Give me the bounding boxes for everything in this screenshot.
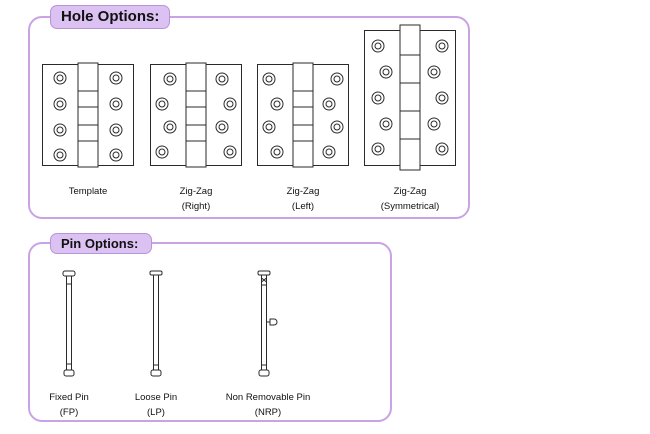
- hinge-zigzag-right-icon: [150, 62, 242, 168]
- caption-template: Template: [68, 186, 108, 197]
- hinge-zigzag-symmetrical-icon: [364, 24, 456, 171]
- pin-options-title: Pin Options:: [50, 233, 152, 254]
- hole-options-title: Hole Options:: [50, 5, 170, 29]
- hinge-zigzag-left-icon: [257, 62, 349, 168]
- caption-loose-pin: Loose Pin (LP): [134, 392, 178, 418]
- caption-zigzag-right: Zig-Zag (Right): [179, 186, 213, 212]
- caption-fixed-pin: Fixed Pin (FP): [49, 392, 89, 418]
- loose-pin-icon: [149, 270, 163, 377]
- hinge-template-icon: [42, 62, 134, 168]
- pin-options-panel: [28, 242, 392, 422]
- caption-zigzag-symmetrical: Zig-Zag (Symmetrical): [380, 186, 440, 212]
- non-removable-pin-icon: [257, 270, 278, 377]
- caption-zigzag-left: Zig-Zag (Left): [286, 186, 320, 212]
- caption-non-removable-pin: Non Removable Pin (NRP): [225, 392, 311, 418]
- fixed-pin-icon: [62, 270, 76, 377]
